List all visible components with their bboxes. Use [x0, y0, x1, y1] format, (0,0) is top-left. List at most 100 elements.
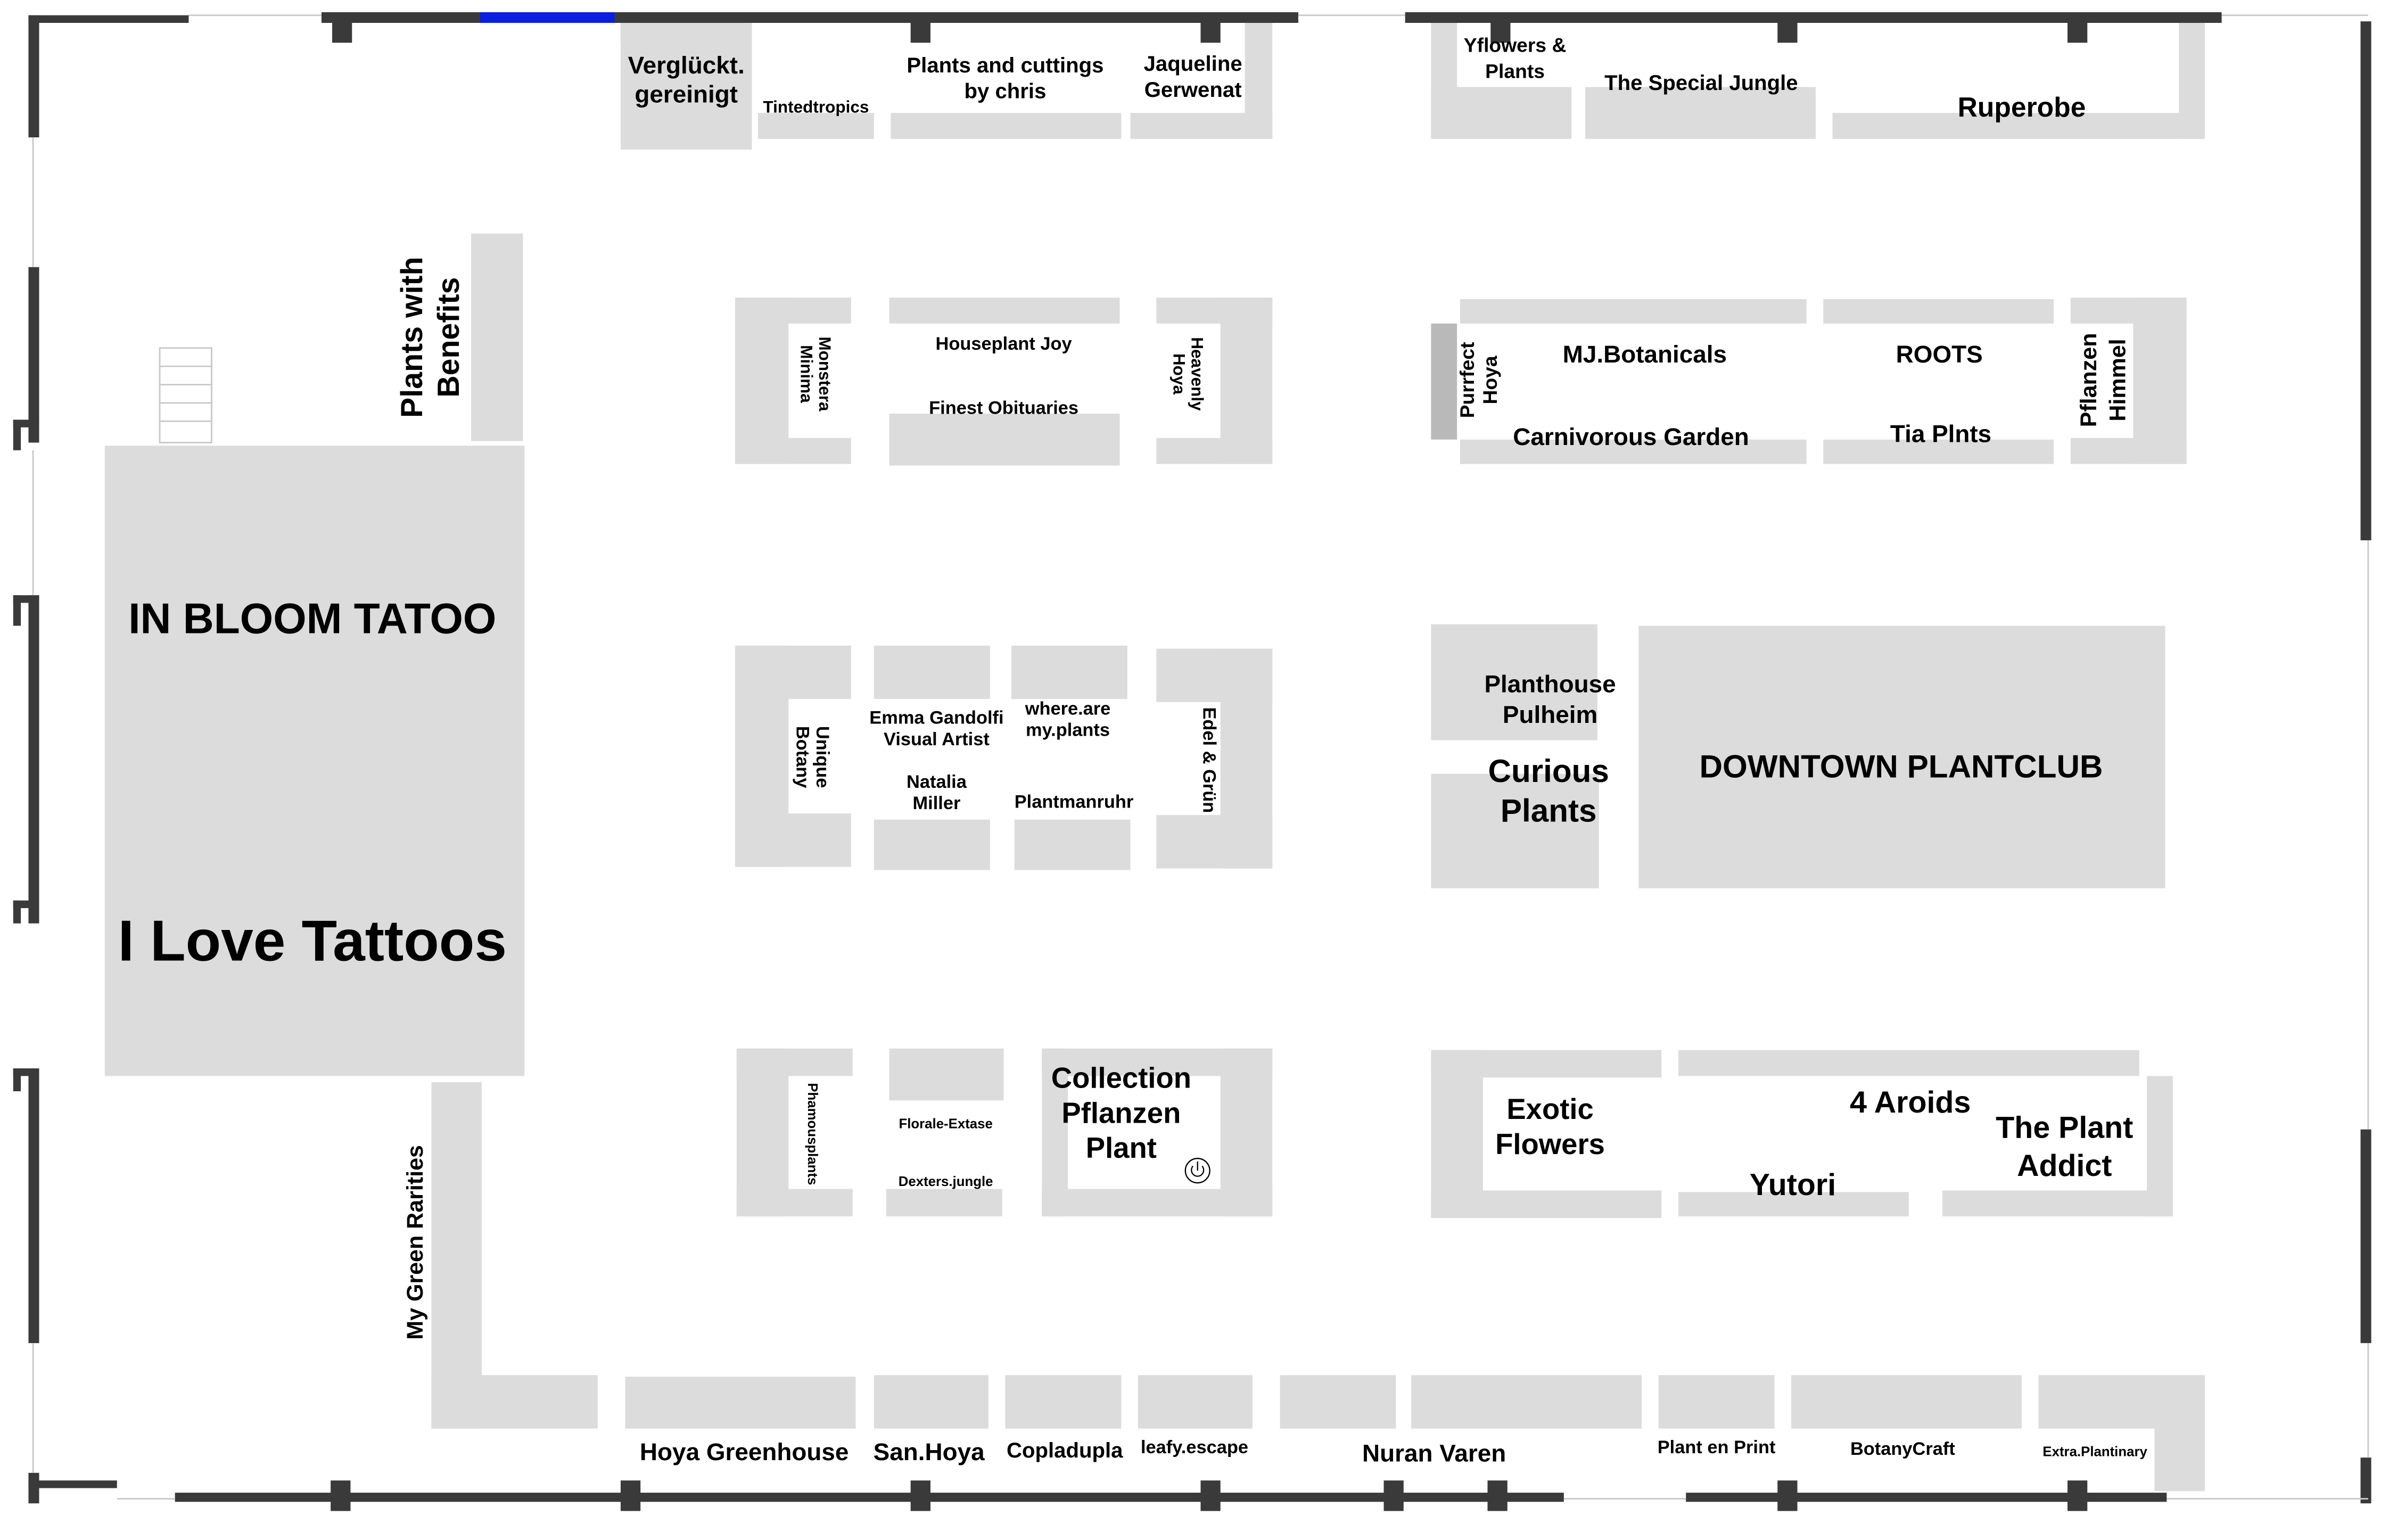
booth-label-line: Purrfect: [1456, 342, 1478, 418]
booth-label: PurrfectHoya: [1456, 342, 1501, 418]
booth-label: MJ.Botanicals: [1563, 340, 1727, 368]
booth-label-line: Jaqueline: [1144, 52, 1242, 76]
booth-label-line: Benefits: [432, 277, 466, 398]
booth-label-line: DOWNTOWN PLANTCLUB: [1700, 748, 2103, 784]
booth-label-line: Plant en Print: [1658, 1437, 1776, 1457]
booth-label: leafy.escape: [1141, 1437, 1248, 1457]
booth-label-line: Pflanzen: [1061, 1097, 1181, 1129]
booth-label-line: Florale-Extase: [899, 1116, 992, 1131]
booth-label-line: The Plant: [1996, 1110, 2133, 1144]
booth-label-line: Planthouse: [1484, 670, 1616, 698]
booth-label: Phamousplants: [805, 1083, 820, 1185]
booth-label-line: Dexters.jungle: [899, 1174, 993, 1189]
booth-label-line: Tia Plnts: [1890, 419, 1991, 447]
booth-label: DOWNTOWN PLANTCLUB: [1700, 748, 2103, 784]
booth-label-line: Heavenly: [1188, 337, 1207, 411]
booth-label: Tia Plnts: [1890, 419, 1991, 447]
booth-label-line: where.are: [1025, 698, 1111, 719]
booth-label: Dexters.jungle: [899, 1174, 993, 1189]
booth-label-line: Nuran Varen: [1362, 1439, 1506, 1467]
booth-label: IN BLOOM TATOO: [128, 595, 496, 643]
booth-label-line: Flowers: [1495, 1128, 1605, 1160]
booth-label: Houseplant Joy: [936, 334, 1072, 354]
booth-label-line: Addict: [2017, 1149, 2112, 1183]
booth-label-line: my.plants: [1026, 720, 1110, 740]
booth-label: Yutori: [1750, 1168, 1836, 1202]
booth-label-line: Plantmanruhr: [1015, 792, 1134, 812]
booth-label: Nuran Varen: [1362, 1439, 1506, 1467]
booth-label-line: gereinigt: [635, 80, 738, 108]
booth-label-line: Plant: [1086, 1132, 1157, 1164]
booth-label-line: Unique: [812, 726, 833, 788]
booth-label-line: Plants: [1485, 60, 1545, 82]
booth-label: UniqueBotany: [793, 726, 833, 788]
booth-label-line: Verglückt.: [628, 51, 745, 79]
booth-label: Finest Obituaries: [929, 398, 1078, 418]
booth-label-line: Finest Obituaries: [929, 398, 1078, 418]
booth-label: Ruperobe: [1958, 92, 2086, 122]
booth-label-line: Emma Gandolfi: [869, 708, 1003, 728]
booth-label-line: Collection: [1051, 1061, 1191, 1094]
booth-label-line: Visual Artist: [884, 729, 990, 750]
booth-label-line: Hoya Greenhouse: [640, 1438, 848, 1465]
booth-label-line: Gerwenat: [1144, 78, 1242, 102]
booth-label-line: Extra.Plantinary: [2042, 1445, 2147, 1460]
booth-label-line: Phamousplants: [805, 1083, 820, 1185]
booth-label: Verglückt.gereinigt: [628, 51, 745, 108]
booth-label: MonsteraMinima: [797, 336, 835, 411]
booth-label-line: Ruperobe: [1958, 92, 2086, 122]
entrance-door: [480, 12, 615, 23]
booth-label-line: Pflanzen: [2076, 333, 2102, 427]
booth-label: My Green Rarities: [402, 1145, 428, 1340]
booth-label-line: Hoya: [1479, 356, 1501, 404]
booth-label: Plant en Print: [1658, 1437, 1776, 1457]
booth-label-line: San.Hoya: [874, 1438, 985, 1465]
booth-label-line: Botany: [793, 726, 813, 788]
booth-label: The Special Jungle: [1604, 71, 1798, 95]
booth-label: San.Hoya: [874, 1438, 985, 1465]
booth-label-line: ROOTS: [1896, 340, 1983, 368]
booth-label: ROOTS: [1896, 340, 1983, 368]
booth-label: Tintedtropics: [763, 97, 869, 117]
booth-label-line: The Special Jungle: [1604, 71, 1798, 95]
booth-label-line: Himmel: [2105, 339, 2130, 421]
booth-label-line: Yutori: [1750, 1168, 1836, 1202]
booth-label-line: Edel & Grün: [1199, 707, 1220, 813]
booth-label-line: Yflowers &: [1464, 34, 1567, 56]
booth-label: HeavenlyHoya: [1169, 337, 1207, 411]
booth-label-line: Plants: [1501, 793, 1597, 829]
booth-label-line: Minima: [797, 345, 817, 403]
booth-shapes: [104, 23, 2205, 1492]
walls: [13, 12, 2371, 1511]
booth-label: Yflowers & Plants: [1464, 34, 1567, 83]
booth-labels: Verglückt.gereinigt Tintedtropics Plants…: [118, 34, 2148, 1467]
booth-label-line: Hoya: [1169, 353, 1189, 395]
booth-label-line: BotanyCraft: [1850, 1439, 1955, 1459]
booth-label: Hoya Greenhouse: [640, 1438, 848, 1465]
booth-label-line: Exotic: [1506, 1093, 1593, 1125]
booth-label-line: I Love Tattoos: [118, 908, 507, 973]
booth-label: Florale-Extase: [899, 1116, 992, 1131]
booth-label-line: Plants with: [395, 257, 429, 418]
booth-label: BotanyCraft: [1850, 1439, 1955, 1459]
booth-label-line: by chris: [965, 79, 1047, 103]
booth-label: Copladupla: [1007, 1438, 1123, 1462]
booth-label-line: IN BLOOM TATOO: [128, 595, 496, 643]
power-symbol-icon: [1184, 1158, 1210, 1184]
booth-label-line: Curious: [1488, 753, 1609, 789]
booth-label-line: Houseplant Joy: [936, 334, 1072, 354]
booth-label-line: Plants and cuttings: [907, 53, 1103, 77]
booth-label: I Love Tattoos: [118, 908, 507, 973]
